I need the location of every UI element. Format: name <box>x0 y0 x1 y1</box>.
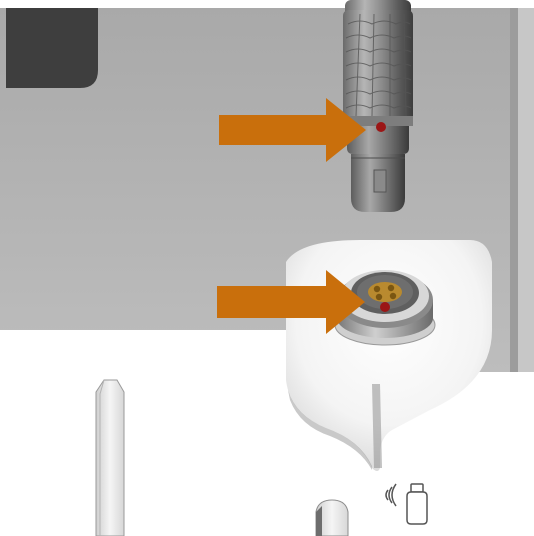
socket-pin <box>373 285 381 293</box>
lower-housing <box>0 330 300 536</box>
housing-cavity <box>6 8 98 88</box>
panel-edge-face <box>518 8 534 372</box>
connector-plug <box>343 0 413 212</box>
socket-pin <box>389 292 397 300</box>
wireless-bottle-icon <box>385 483 428 525</box>
socket-red-dot-marker <box>380 302 390 312</box>
panel-edge <box>510 8 518 372</box>
arrow-to-socket-marker <box>217 270 365 334</box>
housing-rib-left <box>95 379 125 536</box>
socket-pin <box>387 284 395 292</box>
connector-socket <box>334 270 436 346</box>
socket-pin <box>375 293 383 301</box>
arrow-to-plug-marker <box>219 98 366 162</box>
plug-red-dot-marker <box>376 122 386 132</box>
housing-rib-right <box>315 499 349 536</box>
